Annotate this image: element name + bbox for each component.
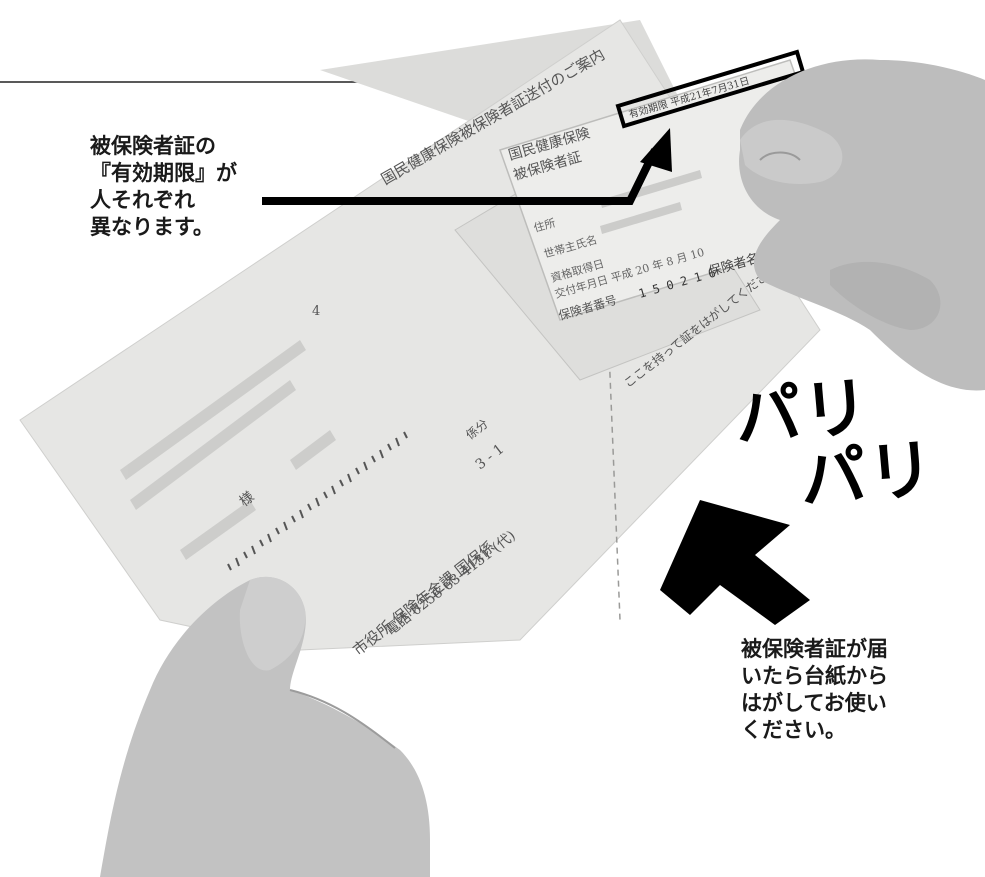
expiry-callout-line: 人それぞれ — [90, 188, 195, 212]
sound-effect-line-2: パリ — [796, 430, 940, 519]
left-hand — [100, 576, 430, 877]
peel-callout-line: はがしてお使い — [741, 691, 887, 715]
peel-callout: 被保険者証が届 いたら台紙から はがしてお使い ください。 — [741, 636, 888, 744]
right-hand — [739, 59, 985, 391]
expiry-callout-line: 被保険者証の — [90, 134, 216, 158]
blurred-address — [120, 340, 336, 560]
expiry-pointer-arrow — [262, 128, 672, 205]
peel-callout-line: いたら台紙から — [741, 664, 888, 688]
expiry-callout-line: 『有効期限』が — [90, 161, 237, 185]
expiry-callout-line: 異なります。 — [90, 215, 214, 239]
peel-callout-line: 被保険者証が届 — [741, 637, 888, 661]
peel-callout-line: ください。 — [741, 718, 846, 742]
peel-direction-arrow — [660, 500, 810, 625]
expiry-callout: 被保険者証の 『有効期限』が 人それぞれ 異なります。 — [90, 133, 237, 241]
barcode-marks — [227, 431, 408, 571]
mount-number: 4 — [312, 304, 320, 319]
card-field-address: 住所 — [532, 215, 557, 235]
